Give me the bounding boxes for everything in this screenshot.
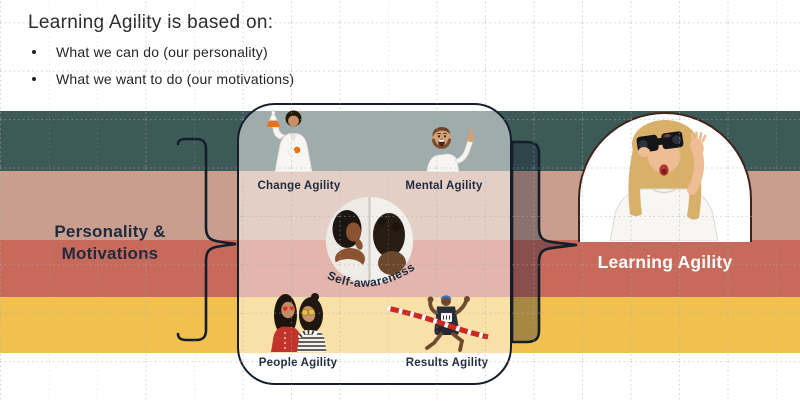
personality-motivations-label[interactable]: Personality & Motivations bbox=[15, 221, 205, 265]
bullet-icon bbox=[32, 77, 36, 81]
bullet-icon bbox=[32, 50, 36, 54]
bullet-text: What we can do (our personality) bbox=[56, 44, 268, 60]
self-awareness-arc-label[interactable]: Self-awareness bbox=[300, 258, 440, 300]
results-agility-label[interactable]: Results Agility bbox=[405, 357, 489, 369]
self-awareness-label: Self-awareness bbox=[325, 260, 417, 290]
learning-agility-label[interactable]: Learning Agility bbox=[597, 252, 733, 272]
source-label-line2: Motivations bbox=[61, 244, 159, 263]
svg-text:Self-awareness: Self-awareness bbox=[325, 260, 417, 290]
people-agility-label[interactable]: People Agility bbox=[258, 357, 338, 369]
runner-finish-tape-photo[interactable] bbox=[386, 291, 489, 353]
change-agility-label[interactable]: Change Agility bbox=[257, 180, 341, 192]
page-title: Learning Agility is based on: bbox=[28, 12, 274, 33]
list-item: What we can do (our personality) bbox=[32, 44, 294, 60]
title-text-box[interactable]: Learning Agility is based on: What we ca… bbox=[28, 12, 294, 98]
source-label-line1: Personality & bbox=[54, 222, 166, 241]
bullet-list: What we can do (our personality) What we… bbox=[28, 44, 294, 87]
mental-agility-label[interactable]: Mental Agility bbox=[405, 180, 483, 192]
bullet-text: What we want to do (our motivations) bbox=[56, 71, 295, 87]
scientist-with-flask-photo[interactable] bbox=[260, 109, 322, 172]
list-item: What we want to do (our motivations) bbox=[32, 71, 294, 87]
man-pointing-up-photo[interactable] bbox=[419, 121, 477, 172]
